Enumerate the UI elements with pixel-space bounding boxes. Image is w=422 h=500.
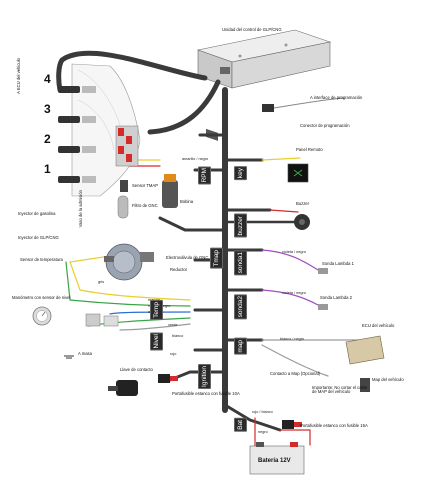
wire-amarillo-negro-label: amarillo / negro <box>182 157 209 161</box>
vehicle-map-label: Map del vehículo <box>372 377 404 382</box>
manometer <box>32 306 52 326</box>
electrovalve <box>85 313 119 327</box>
to-ground-label: A masa <box>78 351 92 356</box>
tag-temp: Temp <box>150 300 163 320</box>
tag-rpm: RPM <box>198 166 211 185</box>
coil-label: Bobina <box>180 199 194 204</box>
gas-filter <box>117 195 129 219</box>
tag-buzzer: buzzer <box>234 214 247 238</box>
temp-sensor-label: Sensor de temperatura <box>20 257 63 262</box>
buzzer-label: Buzzer <box>296 201 310 206</box>
lambda2-label: Sonda Lambda 2 <box>320 295 352 300</box>
fuse-holder-15a <box>282 420 302 429</box>
ecu-title-label: Unidad del control de GLP/CNG <box>222 27 282 32</box>
tag-nivel: Nivel <box>150 332 163 351</box>
gas-injector-label: Inyector de gasolina <box>18 211 56 216</box>
manometer-label: Manómetro con sensor de nivel <box>12 295 71 300</box>
ignition-key <box>108 380 138 396</box>
injector-rows <box>58 86 96 183</box>
fuse-holder-10a <box>158 374 178 383</box>
wire-verde-label: verde <box>168 323 178 327</box>
lambda1-label: Sonda Lambda 1 <box>322 261 354 266</box>
interface-label: A interface de programación <box>310 95 363 100</box>
cylinder-number-3: 3 <box>44 102 51 116</box>
tag-bat: Bat <box>234 418 247 432</box>
wire-negro-label: negro <box>258 430 268 434</box>
filter-label: Filtro de GNC <box>132 203 158 208</box>
wire-blanco-label: blanco <box>172 334 184 338</box>
vehicle-ecu-side-label: A ECU del vehiculo <box>16 58 21 94</box>
wire-violeta-negro-label-1: violeta / negro <box>282 250 306 254</box>
wire-rojo-blanco-label: rojo / blanco <box>252 410 273 414</box>
fuse-10a-label: Portafusible estanco con fusible 10A <box>172 391 240 396</box>
connector-label: Conector de programación <box>300 123 350 128</box>
reducer-label: Reductor <box>170 267 187 272</box>
tag-sonda1: sonda1 <box>234 250 247 276</box>
panel-label: Panel Remoto <box>296 147 323 152</box>
tag-ignition: Ignition <box>198 364 211 389</box>
fuse-15a-label: Portafusible estanco con fusible 15A <box>300 423 368 428</box>
map-contact-label: Contacto a Map (Opcional) <box>270 371 321 376</box>
remote-panel <box>287 163 309 183</box>
cylinder-number-2: 2 <box>44 132 51 146</box>
lambda-probe-2 <box>318 304 328 310</box>
ignition-coil <box>162 174 178 208</box>
wire-gris-label: gris <box>98 280 105 284</box>
programming-connector <box>262 97 345 112</box>
important-note-label: Importante: No cortar el cable de MAP de… <box>312 385 368 395</box>
tag-map: map <box>234 338 247 355</box>
cylinder-number-4: 4 <box>44 72 51 86</box>
buzzer <box>294 214 310 230</box>
battery <box>249 442 305 475</box>
tag-sonda2: sonda2 <box>234 294 247 320</box>
lambda-probe-1 <box>318 268 328 274</box>
intake-manifold-label: Vaso de la admisión <box>78 190 83 228</box>
temperature-sensor <box>104 256 114 262</box>
vehicle-map-sensor <box>360 378 370 392</box>
tmap-label: Sensor TMAP <box>132 183 158 188</box>
tmap-sensor <box>120 180 128 192</box>
battery-label: Batería 12V <box>258 458 291 464</box>
wire-violeta-negro-label-2: violeta / negro <box>282 291 306 295</box>
electrovalve-label: Electroválvula de GNC <box>166 255 209 260</box>
lpg-injector-rail <box>115 125 139 167</box>
wire-rojo-label: rojo <box>170 352 177 356</box>
ground-symbol <box>64 355 74 359</box>
cylinder-number-1: 1 <box>44 162 51 176</box>
ignition-key-label: Llave de contacto <box>120 367 153 372</box>
vehicle-ecu <box>345 335 385 365</box>
tag-key: key <box>234 166 247 181</box>
tag-tmap: Tmap <box>210 248 223 269</box>
lpg-injector-label: Inyector de GLP/CNG <box>18 235 59 240</box>
wire-blanco-negro-label: blanco / negro <box>280 337 305 341</box>
signal-wires <box>65 157 361 449</box>
reducer <box>105 243 154 281</box>
vehicle-ecu-label: ECU del vehículo <box>362 323 395 328</box>
